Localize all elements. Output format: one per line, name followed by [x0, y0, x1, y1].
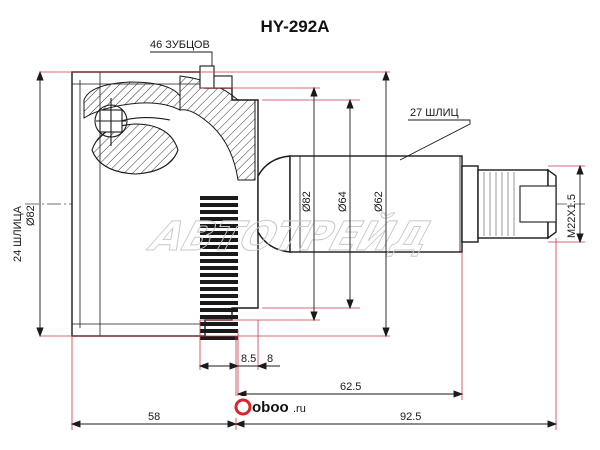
abs-tooth: [200, 196, 238, 200]
thread-callout: M22X1.5: [566, 194, 578, 238]
abs-tooth: [200, 231, 238, 235]
abs-tooth: [200, 252, 238, 256]
abs-tooth: [200, 315, 238, 319]
abs-tooth: [200, 294, 238, 298]
dimension-arrows: [36, 70, 584, 428]
abs-tooth: [200, 336, 238, 340]
part-number-title: HY-292A: [261, 17, 330, 36]
diameter-62-label: Ø62: [373, 191, 385, 212]
logo-domain: .ru: [293, 403, 306, 415]
inner-spline-callout: 24 ШЛИЦА: [12, 205, 24, 262]
gear-teeth-marker: [199, 65, 233, 89]
abs-tooth: [200, 273, 238, 277]
abs-tooth: [200, 238, 238, 242]
logo-brand: oboo: [252, 399, 289, 416]
diameter-64-label: Ø64: [337, 191, 349, 212]
diameter-82-label: Ø82: [301, 191, 313, 212]
inner-race: [91, 98, 179, 175]
abs-tooth: [200, 329, 238, 333]
outer-diameter-callout: Ø82: [25, 205, 37, 226]
teeth-callout: 46 ЗУБЦОВ: [150, 39, 210, 51]
dim-92-5-label: 92.5: [400, 411, 421, 423]
abs-tooth: [200, 203, 238, 207]
shaft: [257, 155, 557, 253]
dimension-lines: [40, 71, 585, 430]
watermark-text: АВТОТРЕЙД: [143, 213, 437, 260]
abs-tooth: [200, 217, 238, 221]
abs-tooth: [200, 210, 238, 214]
abs-tooth: [200, 287, 238, 291]
abs-tooth: [200, 266, 238, 270]
oboo-logo: oboo .ru: [232, 396, 306, 418]
abs-tooth: [200, 259, 238, 263]
abs-tooth: [200, 280, 238, 284]
shaft-splines: [299, 156, 461, 252]
abs-tooth: [200, 301, 238, 305]
dim-8-5-label: 8.5: [241, 353, 256, 365]
logo-red-mark-icon: [234, 398, 252, 416]
splines-callout: 27 ШЛИЦ: [410, 107, 459, 119]
abs-tooth: [200, 322, 238, 326]
dim-8-label: 8: [267, 353, 273, 365]
abs-tooth: [200, 224, 238, 228]
abs-tooth: [200, 245, 238, 249]
dim-58-label: 58: [148, 411, 160, 423]
leader-lines: [150, 51, 471, 161]
abs-tone-ring: [200, 196, 238, 340]
abs-tooth: [200, 308, 238, 312]
thread-lines: [483, 172, 515, 236]
dim-62-5-label: 62.5: [340, 381, 361, 393]
